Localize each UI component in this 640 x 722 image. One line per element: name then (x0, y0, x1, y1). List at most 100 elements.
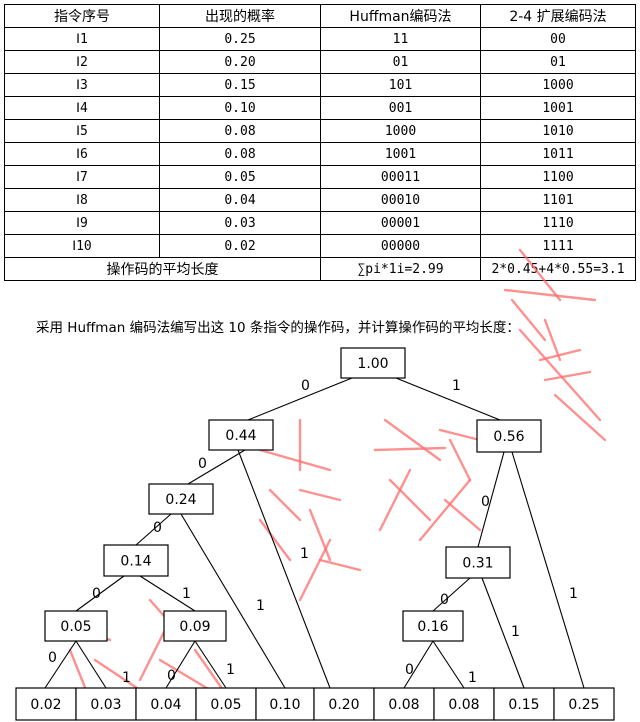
edge-bit-label: 0 (481, 494, 490, 510)
tree-edge (511, 451, 585, 689)
watermark-stroke (258, 518, 292, 562)
node-box (255, 687, 315, 721)
node-value: 0.05 (210, 697, 241, 713)
node-value: 0.08 (388, 697, 419, 713)
node-box (553, 687, 615, 721)
tree-edge (139, 575, 196, 612)
leaf-node: 0.15 (493, 687, 555, 721)
tree-edge (237, 449, 331, 689)
node-value: 0.09 (179, 619, 210, 635)
average-length-label: 操作码的平均长度 (4, 257, 321, 281)
node-value: 0.25 (568, 697, 599, 713)
extended-code-cell: 00 (480, 27, 636, 51)
watermark-stroke (388, 478, 432, 522)
node-value: 0.05 (60, 619, 91, 635)
node-box (402, 610, 464, 642)
edge-bit-label: 1 (256, 598, 265, 614)
watermark-stroke (93, 658, 142, 692)
tree-node: 0.44 (208, 419, 274, 451)
edge-bit-label: 1 (182, 586, 191, 602)
edge-bit-label: 1 (122, 670, 131, 686)
node-box (148, 483, 214, 515)
tree-edge (395, 377, 501, 421)
tree-node: 0.14 (103, 544, 169, 577)
node-value: 0.24 (165, 492, 196, 508)
tree-edge (432, 640, 465, 689)
leaf-node: 0.05 (195, 687, 257, 721)
leaf-node: 0.10 (255, 687, 315, 721)
watermark-stroke (318, 558, 362, 572)
node-value: 0.20 (328, 697, 359, 713)
node-value: 0.44 (225, 428, 256, 444)
caption: 采用 Huffman 编码法编写出这 10 条指令的操作码，并计算操作码的平均长… (36, 320, 520, 336)
probability-cell: 0.04 (159, 188, 321, 212)
leaf-node: 0.20 (313, 687, 375, 721)
edge-bit-label: 0 (48, 650, 57, 666)
tree-edge (165, 640, 196, 689)
leaf-node: 0.03 (75, 687, 137, 721)
header-extended: 2-4 扩展编码法 (480, 4, 636, 28)
node-box (15, 687, 77, 721)
node-box (208, 419, 274, 451)
node-value: 0.15 (508, 697, 539, 713)
watermark-stroke (373, 446, 447, 452)
node-value: 0.02 (30, 697, 61, 713)
node-value: 0.08 (448, 697, 479, 713)
watermark-stroke (268, 488, 302, 522)
watermark-stroke (158, 658, 212, 692)
probability-cell: 0.02 (159, 234, 321, 258)
extended-code-cell: 1110 (480, 211, 636, 235)
leaf-node: 0.02 (15, 687, 77, 721)
average-length-extended: 2*0.45+4*0.55=3.1 (480, 257, 636, 281)
node-box (75, 687, 137, 721)
watermark-stroke (383, 418, 442, 462)
watermark-stroke (443, 498, 482, 532)
tree-edge (44, 640, 77, 689)
node-value: 1.00 (357, 356, 388, 372)
tree-edge (403, 640, 434, 689)
edge-bit-label: 1 (511, 624, 520, 640)
tree-edge (481, 577, 525, 689)
edge-bit-label: 0 (198, 456, 207, 472)
average-length-huffman: ∑pi*1i=2.99 (320, 257, 481, 281)
node-box (373, 687, 435, 721)
tree-edge (477, 451, 505, 548)
extended-code-cell: 1101 (480, 188, 636, 212)
leaf-node: 0.25 (553, 687, 615, 721)
edge-bit-label: 1 (226, 662, 235, 678)
edge-bit-label: 0 (167, 668, 176, 684)
instruction-cell: Ⅰ5 (4, 119, 160, 143)
node-value: 0.56 (493, 429, 524, 445)
header-probability: 出现的概率 (159, 4, 321, 28)
header-instruction: 指令序号 (4, 4, 160, 28)
node-box (340, 347, 406, 379)
node-box (493, 687, 555, 721)
watermark-stroke (418, 478, 472, 542)
tree-node: 0.31 (445, 546, 511, 579)
probability-cell: 0.08 (159, 142, 321, 166)
watermark (58, 248, 607, 702)
watermark-stroke (543, 370, 592, 382)
node-box (44, 610, 108, 642)
huffman-code-cell: 11 (320, 27, 481, 51)
watermark-stroke (543, 318, 562, 362)
tree-edge (75, 640, 107, 689)
node-box (163, 610, 227, 642)
leaf-node: 0.04 (135, 687, 197, 721)
huffman-code-cell: 00011 (320, 165, 481, 189)
node-box (445, 546, 511, 579)
node-value: 0.31 (462, 556, 493, 572)
edge-bit-label: 0 (153, 520, 162, 536)
edge-bit-label: 1 (452, 378, 461, 394)
tree-node: 0.56 (476, 419, 542, 453)
node-box (103, 544, 169, 577)
instruction-cell: Ⅰ10 (4, 234, 160, 258)
watermark-stroke (518, 248, 562, 302)
tree-edge (75, 575, 125, 612)
